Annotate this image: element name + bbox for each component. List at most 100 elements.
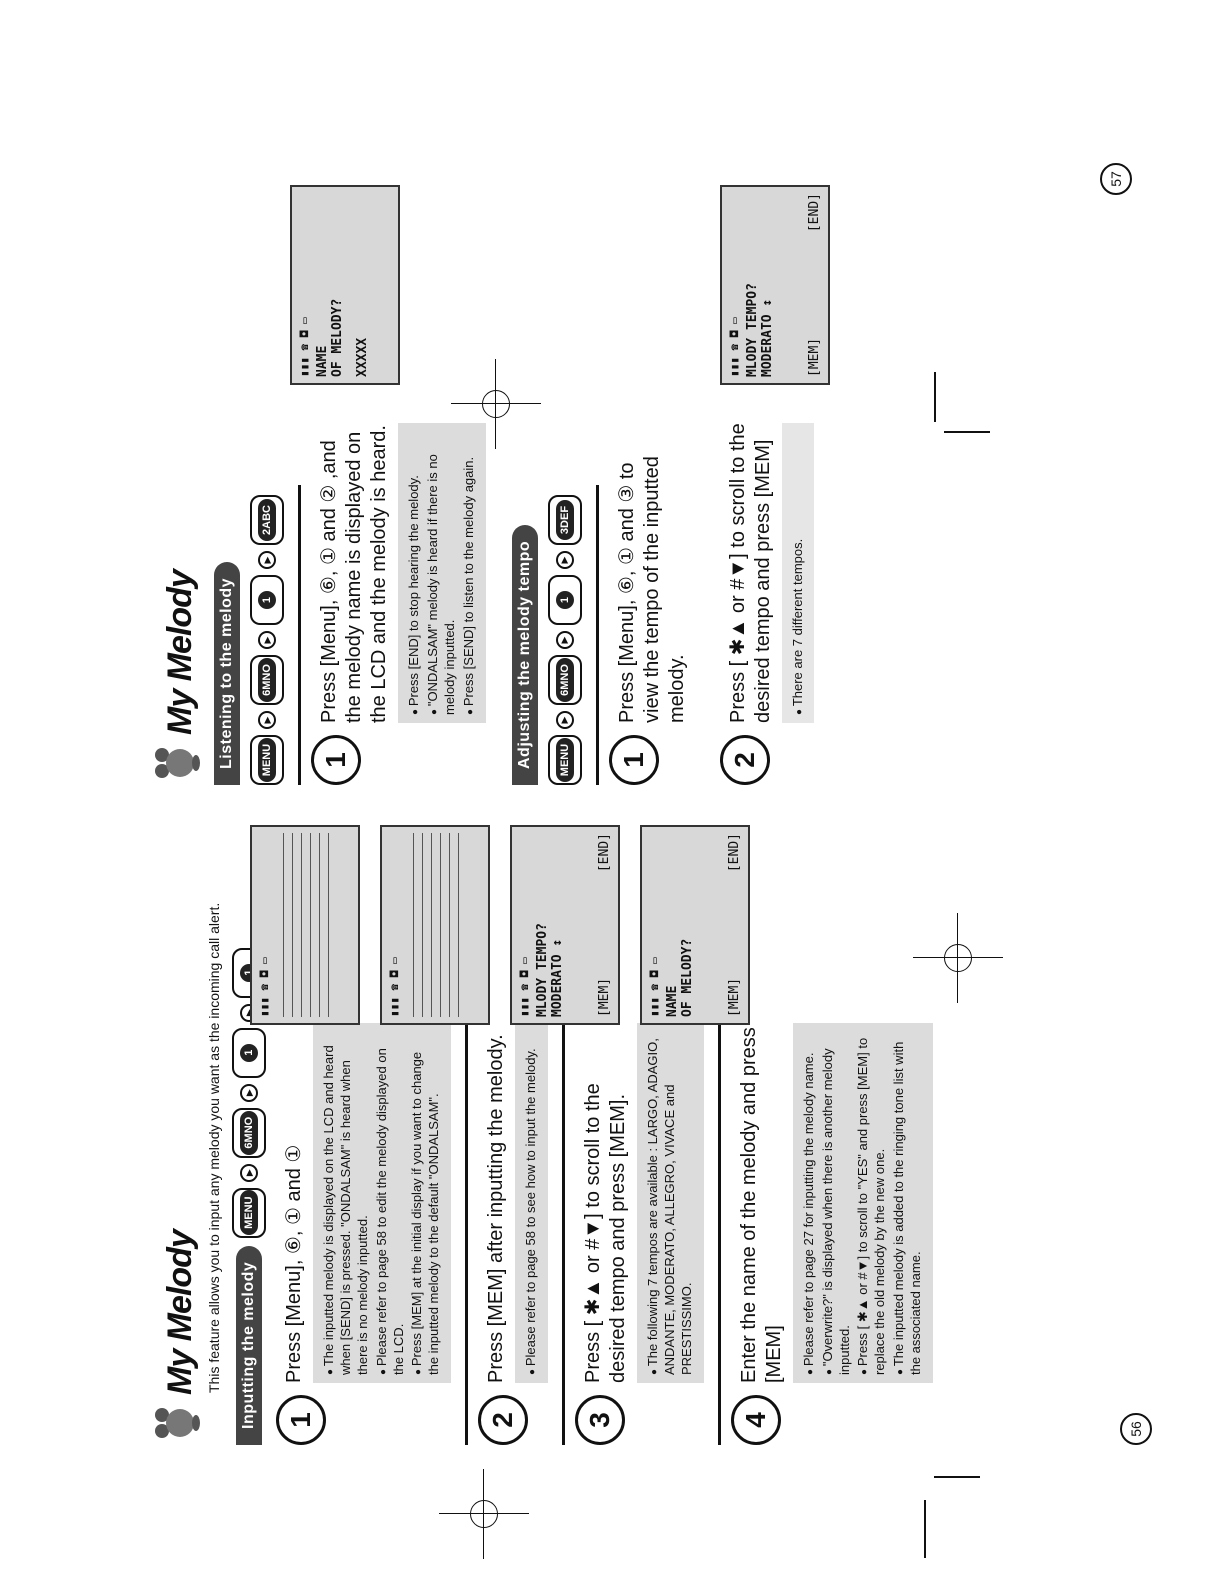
lcd-line: OF MELODY?: [330, 298, 345, 377]
lcd-softkey-right: [END]: [727, 833, 742, 873]
registration-mark: [913, 913, 1003, 1003]
lcd-softkey-left: [MEM]: [727, 977, 742, 1017]
arrow-right-icon: ▶: [258, 711, 276, 729]
step-notes: There are 7 different tempos.: [781, 423, 815, 723]
step-number: 2: [719, 735, 770, 785]
lcd-screen-tempo: ▮▮▮ ☎ ◘ ▭ MLODY TEMPO? MODERATO ↕ [MEM] …: [720, 185, 830, 385]
step-4: 4 Enter the name of the melody and press…: [730, 825, 934, 1445]
step-number: 1: [311, 735, 361, 785]
step-number: 1: [608, 735, 659, 785]
section-header-tempo: Adjusting the melody tempo: [511, 165, 538, 785]
menu-key[interactable]: MENU: [232, 1187, 266, 1238]
key-6[interactable]: 6MNO: [547, 655, 582, 705]
lcd-screen-notes: ▮▮▮ ☎ ◘ ▭: [380, 825, 490, 1025]
note: Please refer to page 58 to edit the melo…: [374, 1031, 408, 1375]
key-1[interactable]: 1: [232, 1027, 266, 1078]
menu-key[interactable]: MENU: [250, 735, 284, 785]
lcd-screen-tempo: ▮▮▮ ☎ ◘ ▭ MLODY TEMPO? MODERATO ↕ [MEM] …: [510, 825, 620, 1025]
trim-mark: [944, 431, 990, 433]
lcd-screen-name: ▮▮▮ ☎ ◘ ▭ NAME OF MELODY? [MEM] [END]: [640, 825, 750, 1025]
lcd-softkey-left: [MEM]: [597, 977, 612, 1017]
intro-text: This feature allows you to input any mel…: [206, 902, 222, 1393]
arrow-right-icon: ▶: [555, 631, 574, 649]
page-number: 57: [1100, 163, 1132, 195]
arrow-right-icon: ▶: [240, 1163, 258, 1182]
lcd-status-icons: ▮▮▮ ☎ ◘ ▭: [258, 957, 271, 1017]
lcd-line: XXXXX: [355, 337, 370, 377]
step-instruction: Press [Menu], ⑥, ① and ①: [283, 1144, 305, 1383]
note: "ONDALSAM" melody is heard if there is n…: [425, 431, 459, 715]
brand-title: My Melody: [161, 570, 199, 735]
note: Please refer to page 27 for inputting th…: [801, 1031, 818, 1375]
step-notes: The following 7 tempos are available : L…: [637, 1023, 704, 1383]
brand-header: My Melody: [140, 825, 200, 1445]
section-title: Adjusting the melody tempo: [511, 524, 538, 785]
music-staff: [275, 833, 329, 1017]
lcd-status-icons: ▮▮▮ ☎ ◘ ▭: [518, 957, 531, 1017]
section-header-listening: Listening to the melody: [214, 165, 240, 785]
divider: [298, 485, 301, 785]
lcd-line: MODERATO ↕: [760, 298, 775, 377]
note: The following 7 tempos are available : L…: [645, 1031, 696, 1375]
step-instruction: Press [Menu], ⑥, ① and ② ,and the melody…: [318, 425, 390, 723]
key-sequence: MENU ▶ 6MNO ▶ 1 ▶ 2ABC: [250, 165, 284, 785]
right-page: My Melody Listening to the melody MENU ▶…: [140, 163, 1160, 785]
lcd-status-icons: ▮▮▮ ☎ ◘ ▭: [728, 317, 741, 377]
lcd-line: MODERATO ↕: [550, 938, 565, 1017]
step-notes: Please refer to page 58 to see how to in…: [515, 1023, 549, 1383]
lcd-line: MLODY TEMPO?: [745, 283, 760, 377]
key-sequence: MENU ▶ 6MNO ▶ 1 ▶ 3DEF: [547, 165, 582, 785]
key-1[interactable]: 1: [250, 575, 284, 625]
lcd-line: MLODY TEMPO?: [535, 923, 550, 1017]
registration-mark: [451, 359, 541, 449]
arrow-right-icon: ▶: [555, 551, 574, 569]
step-number: 2: [478, 1395, 529, 1445]
brand-header: My Melody: [140, 165, 200, 785]
step-instruction: Enter the name of the melody and press […: [737, 1027, 785, 1383]
note: Press [MEM] at the initial display if yo…: [409, 1031, 443, 1375]
lcd-softkey-left: [MEM]: [807, 337, 822, 377]
lcd-screen-staff: ▮▮▮ ☎ ◘ ▭: [250, 825, 360, 1025]
lcd-softkey-right: [END]: [807, 193, 822, 233]
trim-mark: [934, 1476, 980, 1478]
step-notes: Press [END] to stop hearing the melody. …: [398, 423, 486, 723]
step-notes: Please refer to page 27 for inputting th…: [792, 1023, 934, 1383]
note: Please refer to page 58 to see how to in…: [523, 1031, 540, 1375]
lcd-screen-name: ▮▮▮ ☎ ◘ ▭ NAME OF MELODY? XXXXX: [290, 185, 400, 385]
note: The inputted melody is added to the ring…: [891, 1031, 925, 1375]
brand-title: My Melody: [161, 1230, 199, 1395]
section-title: Listening to the melody: [214, 561, 240, 785]
key-6[interactable]: 6MNO: [232, 1107, 266, 1158]
bear-logo-icon: [155, 748, 200, 778]
page-number: 56: [1120, 1413, 1152, 1445]
arrow-right-icon: ▶: [555, 711, 574, 729]
note: Press [ ✱▲ or #▼] to scroll to "YES" and…: [855, 1031, 889, 1375]
left-page: My Melody This feature allows you to inp…: [140, 825, 1160, 1445]
note: Press [END] to stop hearing the melody.: [406, 431, 423, 715]
divider: [595, 485, 599, 785]
key-6[interactable]: 6MNO: [250, 655, 284, 705]
lcd-softkey-right: [END]: [597, 833, 612, 873]
note: There are 7 different tempos.: [790, 431, 807, 715]
menu-key[interactable]: MENU: [547, 735, 582, 785]
key-2[interactable]: 2ABC: [250, 495, 284, 545]
key-3[interactable]: 3DEF: [547, 495, 582, 545]
note: The inputted melody is displayed on the …: [321, 1031, 372, 1375]
note: Press [SEND] to listen to the melody aga…: [461, 431, 478, 715]
tempo-step-1: 1 Press [Menu], ⑥, ① and ③ to view the t…: [608, 165, 690, 785]
lcd-status-icons: ▮▮▮ ☎ ◘ ▭: [298, 317, 311, 377]
arrow-right-icon: ▶: [258, 631, 276, 649]
step-number: 1: [276, 1395, 326, 1445]
key-1[interactable]: 1: [547, 575, 582, 625]
registration-mark: [439, 1469, 529, 1559]
lcd-line: OF MELODY?: [680, 938, 695, 1017]
music-staff: [405, 833, 459, 1017]
lcd-line: NAME: [315, 345, 330, 377]
step-instruction: Press [ ✱▲ or #▼] to scroll to the desir…: [726, 423, 774, 723]
trim-mark: [934, 372, 936, 422]
step-notes: The inputted melody is displayed on the …: [313, 1023, 452, 1383]
lcd-status-icons: ▮▮▮ ☎ ◘ ▭: [648, 957, 661, 1017]
step-instruction: Press [Menu], ⑥, ① and ③ to view the tem…: [615, 456, 688, 723]
arrow-right-icon: ▶: [240, 1083, 258, 1102]
trim-mark: [924, 1500, 926, 1558]
